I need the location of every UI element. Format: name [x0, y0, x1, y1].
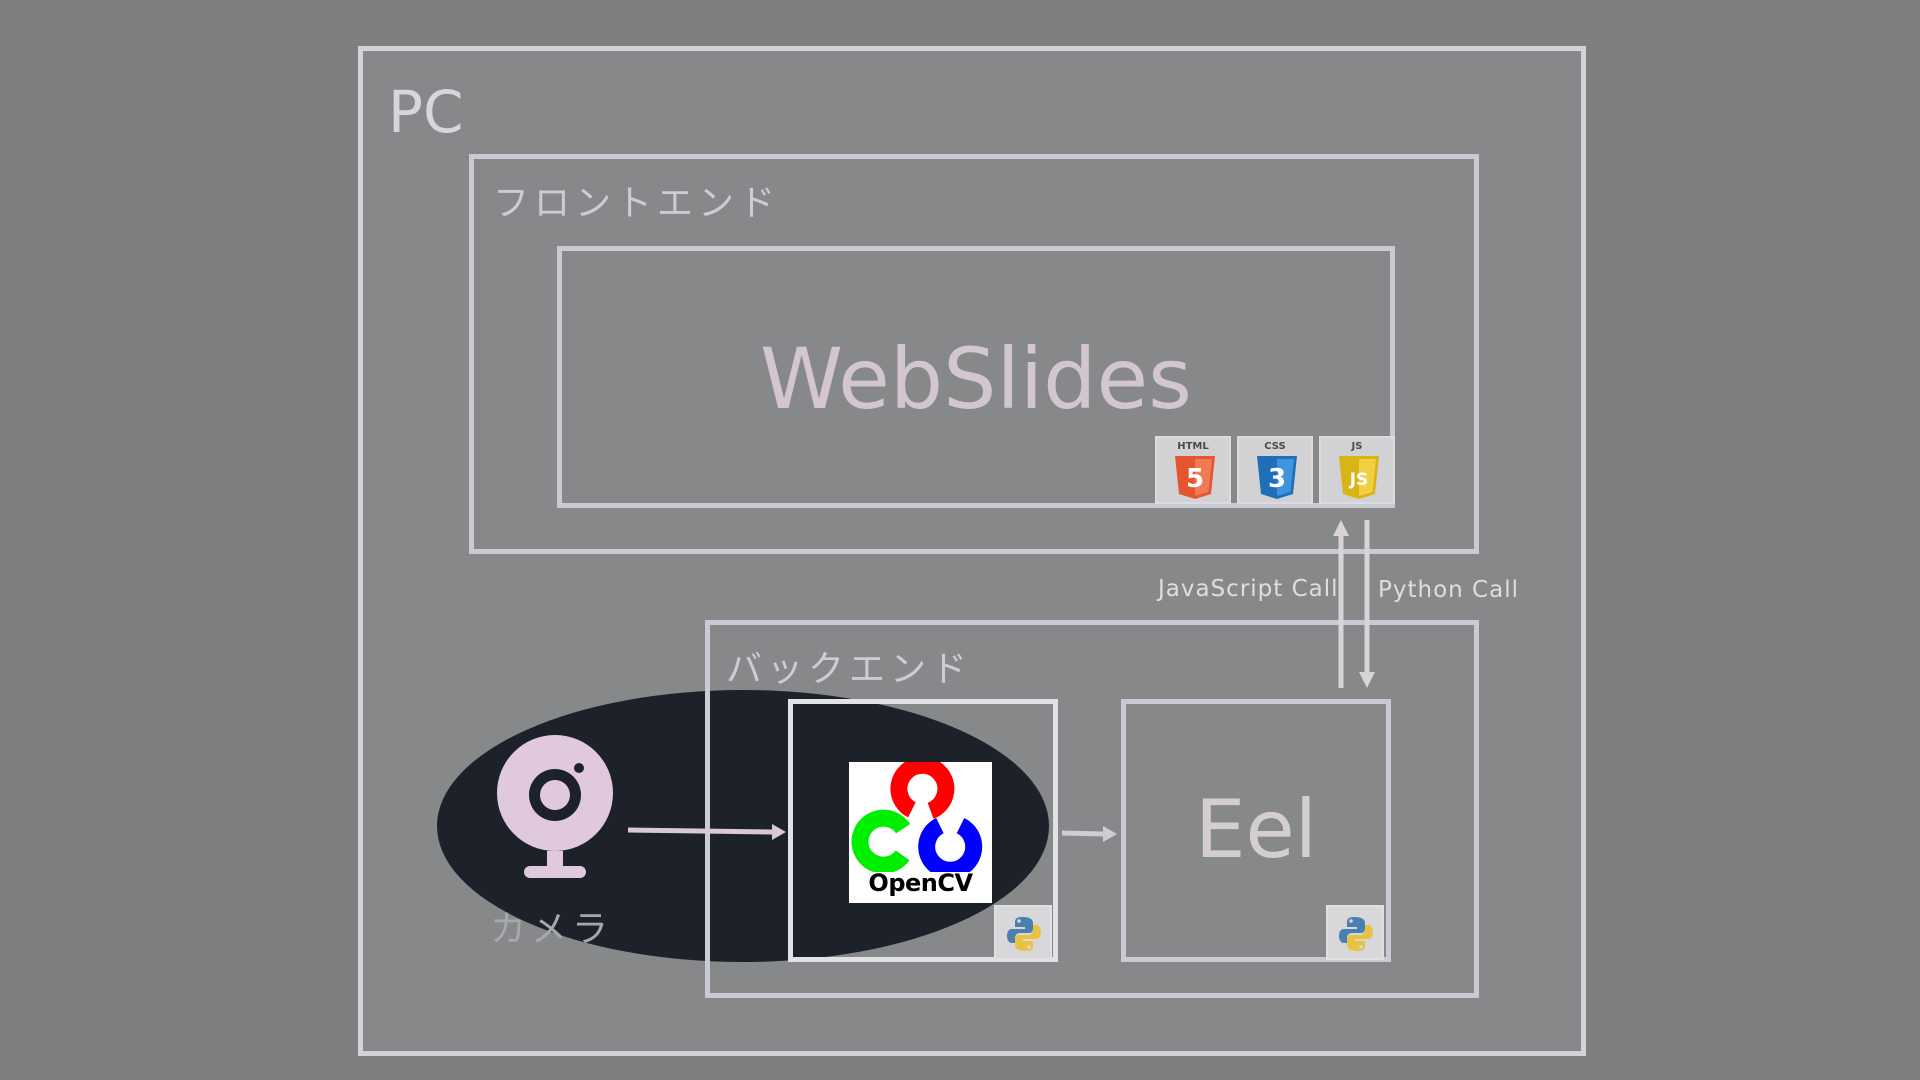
python-call-arrow [1359, 520, 1375, 688]
css3-digit: 3 [1268, 464, 1286, 494]
opencv-logo: OpenCV [849, 756, 992, 903]
js-badge-label: JS [1351, 441, 1363, 452]
javascript-icon: JS JS [1319, 436, 1395, 504]
frontend-label: フロントエンド [493, 183, 781, 224]
backend-label: バックエンド [726, 649, 973, 690]
opencv-to-eel-arrow [1061, 826, 1117, 842]
python-call-label: Python Call [1378, 577, 1519, 603]
webcam-icon [497, 735, 613, 878]
html5-icon: HTML 5 [1155, 436, 1231, 504]
camera-label: カメラ [490, 909, 614, 950]
eel-box [1121, 699, 1391, 962]
eel-title: Eel [1195, 783, 1317, 876]
css3-shield: 3 [1257, 456, 1297, 499]
frontend-container [469, 154, 1479, 554]
html5-digit: 5 [1186, 464, 1204, 494]
python-icon [994, 905, 1052, 960]
opencv-box [788, 699, 1058, 962]
javascript-call-arrow [1333, 520, 1349, 688]
javascript-call-label: JavaScript Call [1158, 576, 1339, 602]
opencv-label: OpenCV [868, 869, 973, 897]
camera-to-opencv-arrow [627, 824, 786, 840]
backend-left-border [705, 620, 710, 962]
css-badge-label: CSS [1264, 441, 1286, 452]
html-badge-label: HTML [1177, 441, 1209, 452]
js-digit: JS [1349, 470, 1369, 490]
js-shield: JS [1339, 456, 1379, 499]
html5-shield: 5 [1175, 456, 1215, 499]
webslides-title: WebSlides [760, 330, 1192, 428]
pc-label: PC [388, 78, 464, 146]
webslides-box [557, 246, 1395, 508]
python-icon [1326, 905, 1384, 960]
css3-icon: CSS 3 [1237, 436, 1313, 504]
opencv-rings-icon [851, 756, 983, 879]
